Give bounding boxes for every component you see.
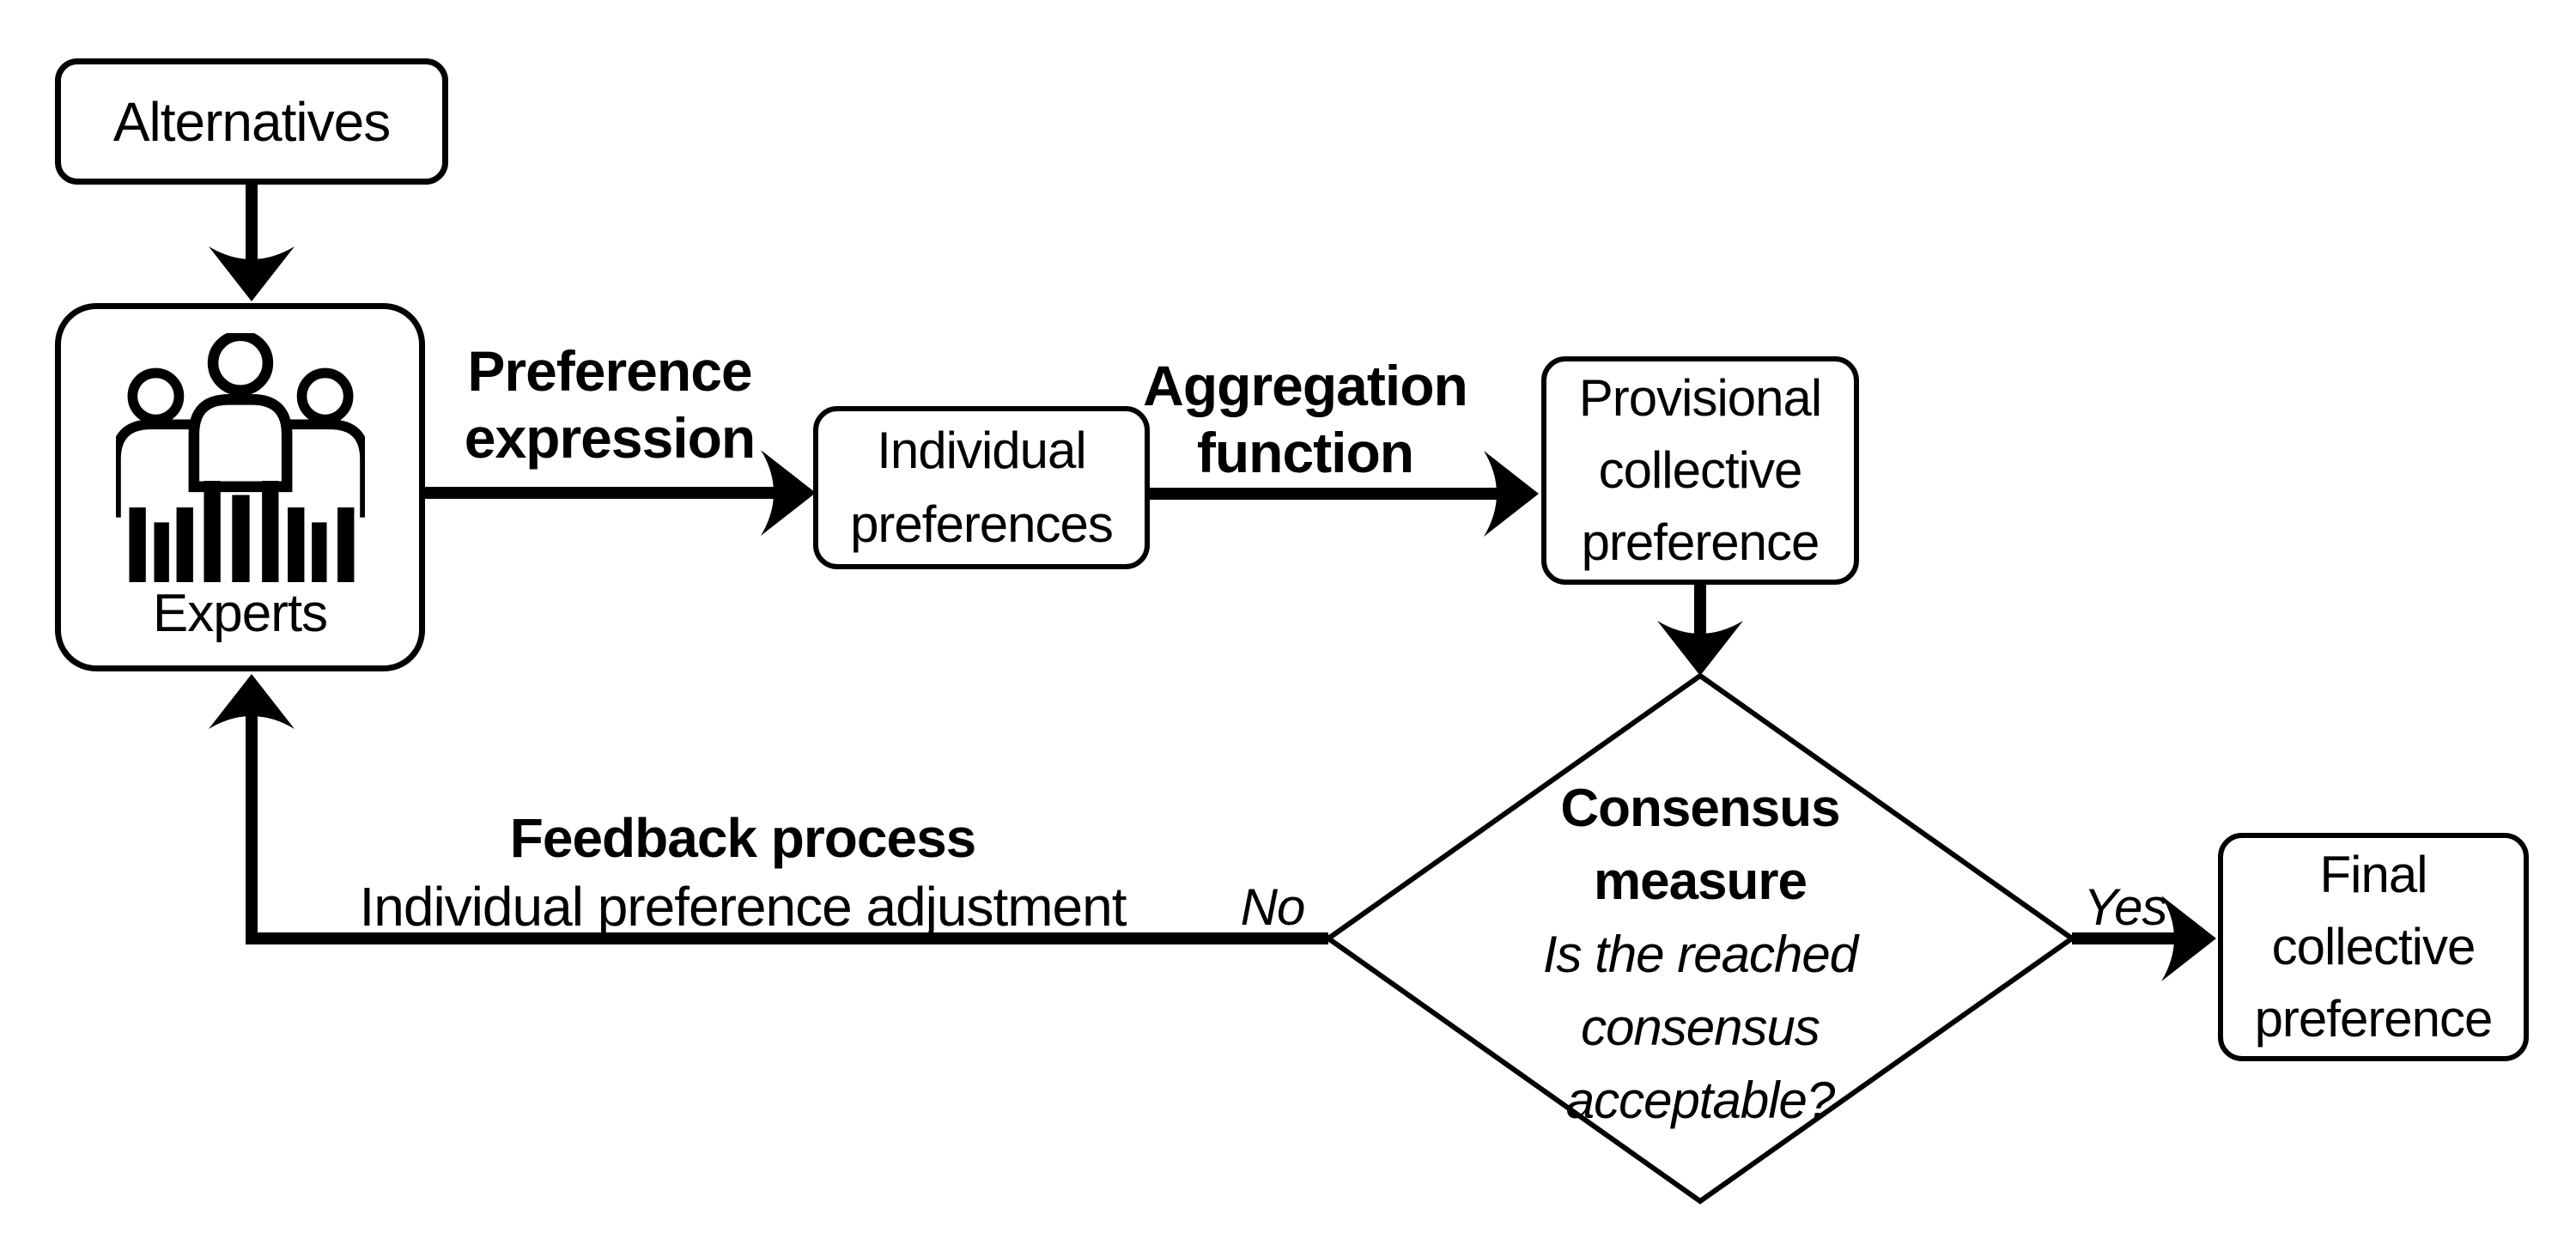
provisional-line1: Provisional — [1578, 369, 1822, 427]
arrowhead-right-individual — [761, 450, 816, 536]
final-line3: preference — [2254, 990, 2494, 1048]
node-provisional-collective-preference: Provisional collective preference — [1541, 356, 1859, 585]
consensus-measure-line1: Consensus — [1560, 779, 1840, 838]
edge-label-aggregation-function: Aggregation function — [1116, 352, 1494, 486]
preference-expression-line1: Preference — [467, 339, 752, 403]
arrowhead-down-experts — [209, 246, 295, 301]
arrowhead-up-experts — [209, 674, 295, 729]
node-alternatives-label: Alternatives — [112, 90, 391, 153]
node-alternatives: Alternatives — [55, 58, 448, 185]
individual-preferences-line1: Individual — [877, 422, 1087, 479]
feedback-process-subtitle: Individual preference adjustment — [359, 876, 1127, 938]
preference-expression-line2: expression — [464, 406, 756, 470]
arrowhead-right-final — [2161, 896, 2216, 981]
node-individual-preferences: Individual preferences — [813, 406, 1150, 569]
branch-label-yes: Yes — [2083, 878, 2167, 936]
node-experts-label: Experts — [152, 584, 328, 643]
feedback-process-title: Feedback process — [509, 807, 977, 869]
edge-label-preference-expression: Preference expression — [412, 337, 807, 471]
consensus-question-line1: Is the reached — [1542, 926, 1858, 983]
provisional-line2: collective — [1598, 441, 1803, 499]
branch-label-no: No — [1240, 878, 1306, 936]
aggregation-line1: Aggregation — [1143, 354, 1468, 417]
node-final-collective-preference: Final collective preference — [2218, 833, 2529, 1061]
edge-label-feedback-process: Feedback process Individual preference a… — [309, 804, 1176, 941]
consensus-question-line3: acceptable? — [1565, 1072, 1836, 1129]
final-line2: collective — [2271, 918, 2476, 975]
node-experts: Experts — [55, 303, 425, 671]
final-line1: Final — [2319, 846, 2427, 903]
people-group-icon — [115, 333, 365, 582]
aggregation-line2: function — [1196, 421, 1414, 484]
individual-preferences-line2: preferences — [850, 495, 1114, 553]
decision-diamond-text: Consensus measure Is the reached consens… — [1400, 772, 2001, 1137]
decision-diamond — [1323, 672, 2077, 1205]
provisional-line3: preference — [1581, 513, 1820, 571]
edge-feedback-loop — [246, 704, 1328, 944]
arrowhead-down-diamond — [1657, 621, 1743, 676]
consensus-measure-line2: measure — [1593, 852, 1807, 911]
arrowhead-right-provisional — [1484, 451, 1539, 537]
consensus-question-line2: consensus — [1581, 999, 1820, 1056]
